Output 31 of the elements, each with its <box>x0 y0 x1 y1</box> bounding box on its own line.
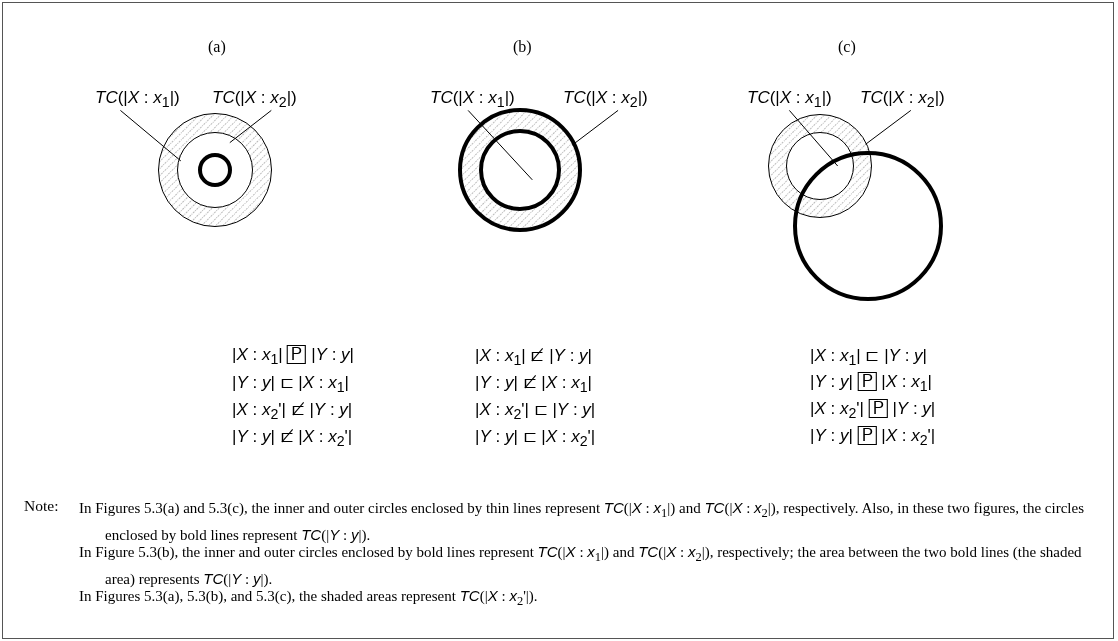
formula-label: TC(|X : x$_{2}$|) <box>860 88 945 111</box>
relation-formula: |Y : y| ⊏ |X : x$_{2}$'| <box>475 426 596 450</box>
relation-formula: |X : x$_{1}$| ⊏ |Y : y| <box>810 345 928 369</box>
relation-formula: |Y : y| ⊏̸ |X : x$_{2}$'| <box>232 426 353 450</box>
leader-line <box>788 109 839 167</box>
formula-label: TC(|X : x$_{2}$|) <box>212 88 297 111</box>
relation-formula: |X : x$_{2}$'| ⊏̸ |Y : y| <box>232 399 353 423</box>
note-paragraph: In Figure 5.3(b), the inner and outer circles enclosed by bold lines represent TC(|X : x$_{1}$|) and TC(|X : x$_{2}$|), respectively; the area between the two bold lines (the shaded area) represents TC(|Y : y|). <box>79 543 1083 589</box>
formula-label: TC(|X : x$_{2}$|) <box>563 88 648 111</box>
formula-label: TC(|X : x$_{1}$|) <box>747 88 832 111</box>
panel-label: (b) <box>513 38 532 56</box>
relation-formula: |X : x$_{1}$| ⊏̸ |Y : y| <box>475 345 593 369</box>
leader-line <box>571 109 619 146</box>
relation-formula: |Y : y| 🄿 |X : x$_{1}$| <box>810 372 933 395</box>
panel-label: (a) <box>208 38 226 56</box>
leader-line <box>467 109 533 181</box>
leader-line <box>865 109 912 145</box>
leader-line <box>119 109 182 162</box>
formula-label: TC(|X : x$_{1}$|) <box>95 88 180 111</box>
relation-formula: |Y : y| ⊏ |X : x$_{1}$| <box>232 372 350 396</box>
note-paragraph: In Figures 5.3(a), 5.3(b), and 5.3(c), the shaded areas represent TC(|X : x$_{2}$'|). <box>79 587 539 610</box>
relation-formula: |X : x$_{2}$'| 🄿 |Y : y| <box>810 399 936 422</box>
relation-formula: |Y : y| ⊏̸ |X : x$_{1}$| <box>475 372 593 396</box>
leader-line <box>229 109 272 144</box>
formula-label: TC(|X : x$_{1}$|) <box>430 88 515 111</box>
relation-formula: |X : x$_{2}$'| ⊏ |Y : y| <box>475 399 596 423</box>
relation-formula: |Y : y| 🄿 |X : x$_{2}$'| <box>810 426 936 449</box>
relation-formula: |X : x$_{1}$| 🄿 |Y : y| <box>232 345 355 368</box>
note-label: Note: <box>24 497 59 515</box>
note-paragraph: In Figures 5.3(a) and 5.3(c), the inner and outer circles enclosed by thin lines represent TC(|X : x$_{1}$|) and TC(|X : x$_{2}$|), respectively. Also, in these two figures, the circles enclosed by bold lines represent TC(|Y : y|). <box>79 498 1085 545</box>
panel-label: (c) <box>838 38 856 56</box>
